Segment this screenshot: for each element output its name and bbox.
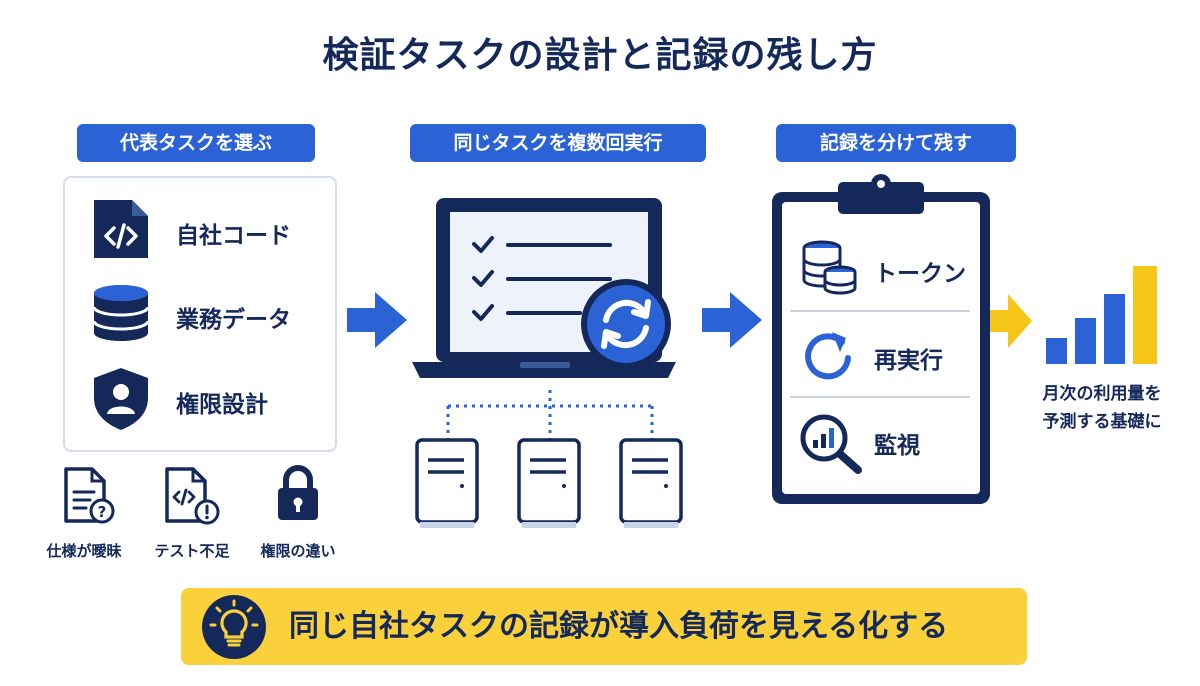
database-icon — [92, 285, 150, 341]
code-warning-icon — [165, 467, 220, 525]
forecast-caption: 月次の利用量を 予測する基礎に — [1012, 380, 1192, 436]
record-item-monitoring: 監視 — [874, 433, 920, 459]
code-file-icon — [94, 200, 148, 258]
document-question-icon: ? — [64, 467, 115, 524]
summary-banner: 同じ自社タスクの記録が導入負荷を見える化する — [181, 588, 1027, 665]
task-item-code: 自社コード — [176, 223, 291, 249]
server-icon — [619, 438, 683, 528]
record-item-tokens: トークン — [874, 261, 966, 287]
risk-label-test: テスト不足 — [154, 542, 230, 560]
rerun-badge-icon — [581, 279, 671, 369]
record-divider — [790, 310, 970, 312]
server-icon — [517, 438, 581, 528]
rerun-icon — [805, 332, 851, 380]
risk-label-spec: 仕様が曖昧 — [46, 542, 122, 560]
user-shield-icon — [94, 368, 148, 430]
svg-text:?: ? — [98, 503, 107, 521]
server-icon — [415, 438, 479, 528]
coins-icon — [802, 240, 857, 295]
lightbulb-icon — [202, 595, 266, 659]
summary-text: 同じ自社タスクの記録が導入負荷を見える化する — [289, 609, 949, 644]
forecast-line-1: 月次の利用量を — [1042, 384, 1162, 404]
monitoring-icon — [800, 414, 862, 474]
task-item-data: 業務データ — [176, 307, 291, 333]
step-pill-select: 代表タスクを選ぶ — [77, 124, 315, 162]
growth-bars-icon — [1046, 266, 1157, 364]
record-item-rerun: 再実行 — [874, 348, 943, 374]
arrow-right-yellow-icon — [988, 294, 1032, 348]
forecast-line-2: 予測する基礎に — [1042, 412, 1162, 432]
page-title: 検証タスクの設計と記録の残し方 — [322, 35, 878, 76]
lock-icon — [278, 465, 318, 520]
risk-label-permission: 権限の違い — [260, 542, 336, 560]
arrow-right-icon — [347, 292, 407, 348]
dotted-connector — [446, 390, 654, 440]
task-item-permission: 権限設計 — [176, 392, 268, 418]
record-divider — [790, 396, 970, 398]
step-pill-record: 記録を分けて残す — [776, 124, 1016, 162]
arrow-right-icon — [702, 292, 762, 348]
step-pill-repeat: 同じタスクを複数回実行 — [410, 124, 706, 162]
checklist-icon — [472, 236, 612, 321]
